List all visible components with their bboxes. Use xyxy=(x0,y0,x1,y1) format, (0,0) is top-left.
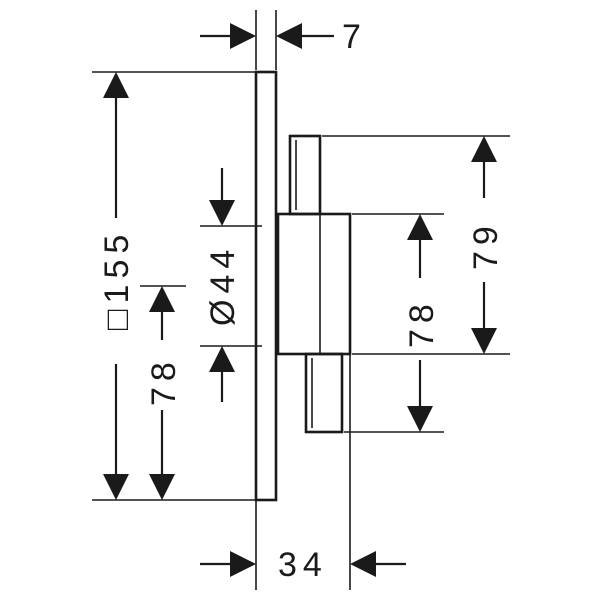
arrow-right-icon xyxy=(230,23,256,49)
dim-plate-center-label: 78 xyxy=(145,356,183,406)
arrow-down-icon xyxy=(209,200,235,226)
arrow-down-icon xyxy=(471,328,497,354)
dim-plate-square-label: □155 xyxy=(98,229,136,330)
dim-plate-square: □155 xyxy=(92,71,256,501)
dim-plate-thickness: 7 xyxy=(200,10,367,70)
arrow-up-icon xyxy=(149,286,175,312)
arrow-right-icon xyxy=(230,551,256,577)
dim-body-center: 78 xyxy=(344,213,444,433)
dim-body-height: 79 xyxy=(322,135,510,355)
arrow-up-icon xyxy=(103,72,129,98)
arrow-left-icon xyxy=(350,551,376,577)
dim-body-center-label: 78 xyxy=(403,298,441,348)
arrow-up-icon xyxy=(407,214,433,240)
cover-plate xyxy=(254,70,278,502)
dim-plate-center: 78 xyxy=(140,285,186,500)
arrow-down-icon xyxy=(103,474,129,500)
valve-body xyxy=(276,134,352,434)
arrow-up-icon xyxy=(471,136,497,162)
arrow-down-icon xyxy=(407,406,433,432)
arrow-left-icon xyxy=(276,23,302,49)
dim-body-depth: 34 xyxy=(200,354,406,590)
arrow-down-icon xyxy=(149,474,175,500)
dim-plate-thickness-label: 7 xyxy=(342,18,367,56)
dim-body-height-label: 79 xyxy=(467,220,505,270)
dim-spindle-diameter-label: Ø44 xyxy=(204,244,242,326)
dim-spindle-diameter: Ø44 xyxy=(200,168,262,402)
arrow-up-icon xyxy=(209,346,235,372)
dim-body-depth-label: 34 xyxy=(278,546,328,584)
